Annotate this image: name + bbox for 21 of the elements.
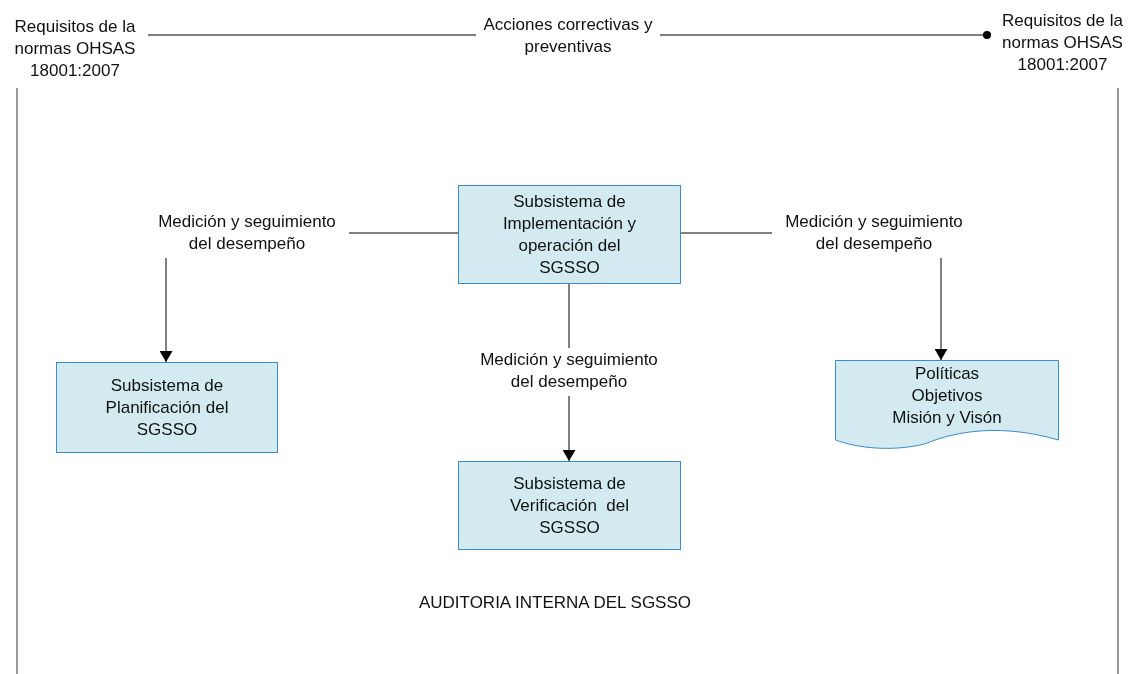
arrow — [935, 257, 947, 361]
arrow — [563, 395, 575, 462]
process-box: Subsistema de Implementación y operación del SGSSO — [458, 185, 681, 284]
text-line: Objetivos — [911, 385, 983, 407]
arrow — [160, 257, 172, 363]
process-box: Subsistema de Planificación del SGSSO — [56, 362, 278, 453]
text-line: Políticas — [914, 363, 980, 385]
text-label: Medición y seguimiento del desempeño — [467, 348, 671, 394]
connector-line — [680, 232, 773, 234]
text-label: Requisitos de la normas OHSAS 18001:2007 — [990, 8, 1135, 78]
connector-line — [348, 232, 459, 234]
text-label: Medición y seguimiento del desempeño — [145, 210, 349, 256]
note-text: AUDITORIA INTERNA DEL SGSSO — [417, 592, 693, 614]
text-label: Medición y seguimiento del desempeño — [772, 210, 976, 256]
process-box: Subsistema de Verificación del SGSSO — [458, 461, 681, 550]
connector-line — [568, 283, 570, 349]
text-label: Requisitos de la normas OHSAS 18001:2007 — [2, 14, 148, 84]
text-line: Misión y Visón — [892, 407, 1002, 429]
text-label: Acciones correctivas y preventivas — [476, 13, 660, 59]
connector-line — [147, 34, 477, 36]
document-shape — [835, 360, 1059, 450]
